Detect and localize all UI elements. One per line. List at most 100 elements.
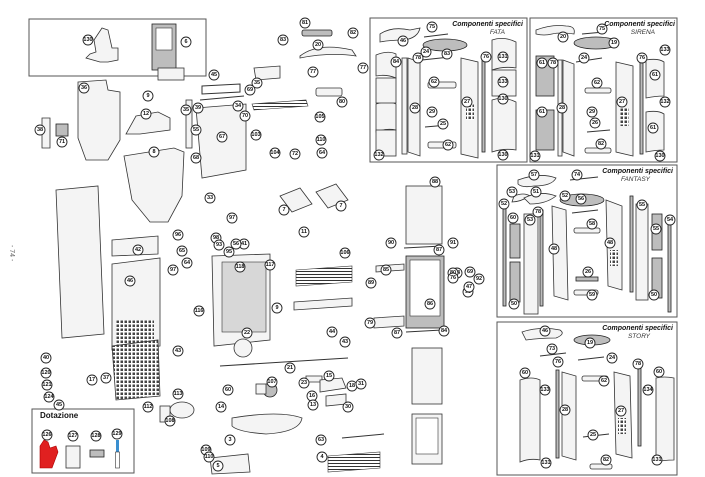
callout-label: 23 — [301, 380, 307, 386]
callout-label: 3 — [228, 437, 231, 443]
callout-circle — [241, 327, 253, 339]
callout-label: 38 — [37, 127, 43, 133]
callout-circle — [429, 176, 441, 188]
callout-circle — [508, 298, 520, 310]
callout-circle — [40, 352, 52, 364]
callout-label: 130 — [498, 152, 507, 158]
panel-model: FANTASY — [621, 176, 651, 183]
callout-label: 48 — [551, 246, 557, 252]
callout-circle — [203, 451, 215, 463]
panel-title: Componenti specifici — [602, 325, 674, 332]
callout-circle — [582, 266, 594, 278]
callout-label: 131 — [541, 460, 550, 466]
callout-label: 64 — [184, 260, 191, 266]
callout-78: 78 — [532, 206, 544, 218]
callout-label: 64 — [319, 150, 326, 156]
callout-circle — [608, 37, 620, 49]
callout-label: 95 — [226, 249, 232, 255]
callout-label: 61 — [650, 125, 656, 131]
callout-69: 69 — [244, 84, 256, 96]
callout-label: 128 — [91, 433, 100, 439]
callout-133: 133 — [539, 384, 551, 396]
callout-circle — [56, 136, 68, 148]
callout-label: 54 — [667, 217, 674, 223]
callout-14: 14 — [215, 401, 227, 413]
callout-label: 26 — [585, 269, 591, 275]
callout-circle — [342, 401, 354, 413]
callout-label: 22 — [244, 330, 250, 336]
callout-label: 81 — [302, 20, 308, 26]
callout-label: 132 — [374, 152, 383, 158]
callout-9: 9 — [271, 302, 283, 314]
callout-51: 51 — [530, 186, 542, 198]
callout-90: 90 — [385, 237, 397, 249]
callout-105: 105 — [314, 111, 326, 123]
callout-label: 27 — [619, 99, 625, 105]
callout-88: 88 — [429, 176, 441, 188]
callout-label: 76 — [483, 54, 489, 60]
callout-circle — [142, 401, 154, 413]
callout-circle — [591, 77, 603, 89]
callout-82: 82 — [600, 454, 612, 466]
callout-label: 62 — [601, 378, 607, 384]
callout-68: 68 — [190, 152, 202, 164]
callout-circle — [298, 377, 310, 389]
callout-label: 129 — [112, 431, 121, 437]
callout-128: 128 — [90, 430, 102, 442]
callout-label: 42 — [135, 247, 141, 253]
callout-93: 93 — [213, 239, 225, 251]
callout-circle — [312, 39, 324, 51]
callout-126: 126 — [41, 429, 53, 441]
callout-9: 9 — [142, 90, 154, 102]
callout-circle — [172, 229, 184, 241]
callout-37: 37 — [100, 372, 112, 384]
callout-circle — [424, 298, 436, 310]
callout-label: 131 — [530, 153, 539, 159]
callout-83: 83 — [277, 34, 289, 46]
callout-56: 56 — [575, 193, 587, 205]
callout-circle — [172, 388, 184, 400]
callout-120: 120 — [40, 367, 52, 379]
callout-77: 77 — [357, 62, 369, 74]
callout-12: 12 — [140, 108, 152, 120]
callout-11: 11 — [298, 226, 310, 238]
callout-circle — [506, 186, 518, 198]
callout-60: 60 — [653, 366, 665, 378]
callout-97: 97 — [167, 264, 179, 276]
callout-circle — [428, 76, 440, 88]
callout-label: 46 — [400, 38, 406, 44]
callout-53: 53 — [524, 214, 536, 226]
callout-label: 78 — [635, 361, 641, 367]
callout-label: 83 — [444, 51, 450, 57]
callout-label: 51 — [533, 189, 539, 195]
callout-circle — [226, 212, 238, 224]
callout-circle — [604, 237, 616, 249]
callout-circle — [172, 345, 184, 357]
callout-circle — [315, 434, 327, 446]
callout-label: 124 — [44, 394, 54, 400]
callout-71: 71 — [56, 136, 68, 148]
callout-circle — [397, 35, 409, 47]
callout-79: 79 — [364, 317, 376, 329]
callout-circle — [385, 237, 397, 249]
callout-circle — [648, 289, 660, 301]
callout-label: 130 — [83, 37, 92, 43]
callout-circle — [269, 147, 281, 159]
callout-52: 52 — [559, 190, 571, 202]
callout-label: 35 — [183, 107, 189, 113]
callout-label: 58 — [589, 221, 595, 227]
callout-circle — [224, 434, 236, 446]
callout-circle — [132, 244, 144, 256]
callout-circle — [420, 46, 432, 58]
callout-label: 25 — [440, 121, 446, 127]
callout-label: 68 — [193, 155, 199, 161]
callout-label: 60 — [225, 387, 231, 393]
callout-label: 6 — [184, 39, 187, 45]
callout-label: 24 — [423, 49, 430, 55]
callout-label: 46 — [542, 328, 548, 334]
callout-50: 50 — [648, 289, 660, 301]
callout-label: 126 — [42, 432, 51, 438]
callout-86: 86 — [424, 298, 436, 310]
callout-48: 48 — [604, 237, 616, 249]
callout-label: 103 — [251, 132, 260, 138]
